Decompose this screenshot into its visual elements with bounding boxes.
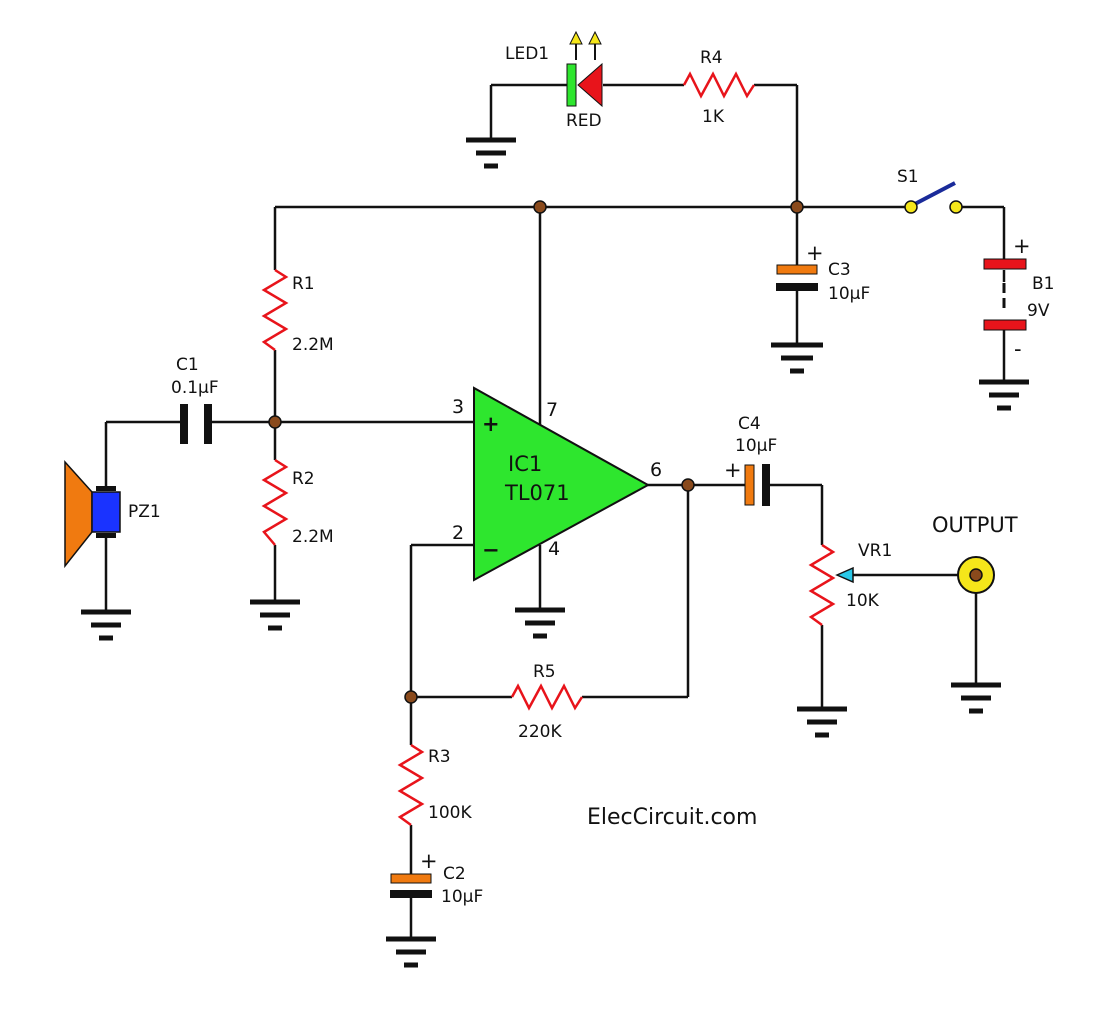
piezo-pz1: PZ1 (64, 460, 161, 569)
r3-value: 100K (428, 803, 472, 823)
capacitor-c3: + C3 10µF (776, 241, 870, 304)
ic1-plus-input: + (482, 412, 500, 436)
ground-icon (515, 607, 565, 639)
c1-value: 0.1µF (171, 378, 219, 398)
vr1-ref: VR1 (858, 541, 892, 561)
junction-dot (681, 478, 695, 492)
pz1-ref: PZ1 (128, 502, 161, 522)
junction-dot (268, 415, 282, 429)
b1-ref: B1 (1032, 274, 1054, 294)
junction-dot (790, 200, 804, 214)
junction-dot (404, 690, 418, 704)
light-arrows-icon (569, 30, 602, 60)
opamp-ic1: + − IC1 TL071 3 7 6 2 4 (452, 386, 662, 582)
led1-ref: LED1 (505, 44, 549, 64)
output-label: OUTPUT (932, 513, 1018, 537)
wiper-arrow-icon (835, 566, 854, 584)
c1-ref: C1 (176, 355, 199, 375)
c2-value: 10µF (441, 887, 483, 907)
r4-ref: R4 (700, 48, 723, 68)
b1-value: 9V (1027, 301, 1050, 321)
c4-plus: + (724, 458, 742, 482)
b1-minus: - (1014, 337, 1022, 361)
capacitor-c1: C1 0.1µF (171, 355, 219, 444)
resistor-r3: R3 100K (397, 743, 472, 827)
resistor-r2: R2 2.2M (261, 458, 334, 547)
r5-ref: R5 (533, 662, 556, 682)
led-led1: LED1 RED (505, 30, 603, 131)
potentiometer-vr1: VR1 10K (808, 541, 892, 627)
r3-ref: R3 (428, 747, 451, 767)
switch-s1: S1 (897, 167, 963, 214)
watermark-text: ElecCircuit.com (587, 805, 757, 830)
c4-value: 10µF (735, 436, 777, 456)
c3-ref: C3 (828, 260, 851, 280)
junction-dot (533, 200, 547, 214)
wires (104, 83, 1006, 937)
capacitor-c2: + C2 10µF (390, 849, 483, 907)
c4-ref: C4 (738, 414, 761, 434)
c2-plus: + (420, 849, 438, 873)
r5-value: 220K (518, 722, 562, 742)
ic1-ref: IC1 (508, 452, 542, 476)
battery-b1: + - B1 9V (983, 234, 1054, 361)
resistor-r5: R5 220K (510, 662, 584, 742)
ground-icon (951, 682, 1001, 714)
pin-6: 6 (650, 459, 662, 481)
r1-value: 2.2M (292, 335, 334, 355)
ground-icon (466, 137, 516, 169)
r1-ref: R1 (292, 274, 315, 294)
pin-2: 2 (452, 522, 464, 544)
pin-4: 4 (548, 538, 560, 560)
ground-icon (797, 706, 847, 738)
pin-3: 3 (452, 396, 464, 418)
output-jack: OUTPUT (932, 513, 1018, 594)
b1-plus: + (1013, 234, 1031, 258)
resistor-r1: R1 2.2M (261, 268, 334, 355)
ground-icon (979, 379, 1029, 411)
vr1-value: 10K (846, 591, 880, 611)
capacitor-c4: + C4 10µF (724, 414, 777, 506)
r2-value: 2.2M (292, 527, 334, 547)
c2-ref: C2 (443, 864, 466, 884)
c3-plus: + (806, 241, 824, 265)
r4-value: 1K (702, 107, 725, 127)
ground-icon (386, 936, 436, 968)
ground-icon (250, 599, 300, 631)
resistor-r4: R4 1K (682, 48, 756, 127)
led1-value: RED (566, 111, 602, 131)
ic1-value: TL071 (504, 481, 570, 505)
ground-icon (81, 609, 131, 641)
ic1-minus-input: − (482, 538, 500, 562)
ground-icon (771, 342, 823, 374)
ground-symbols (81, 137, 1029, 968)
r2-ref: R2 (292, 469, 315, 489)
junction-dots (268, 200, 804, 704)
c3-value: 10µF (828, 284, 870, 304)
pin-7: 7 (546, 399, 558, 421)
s1-ref: S1 (897, 167, 919, 187)
